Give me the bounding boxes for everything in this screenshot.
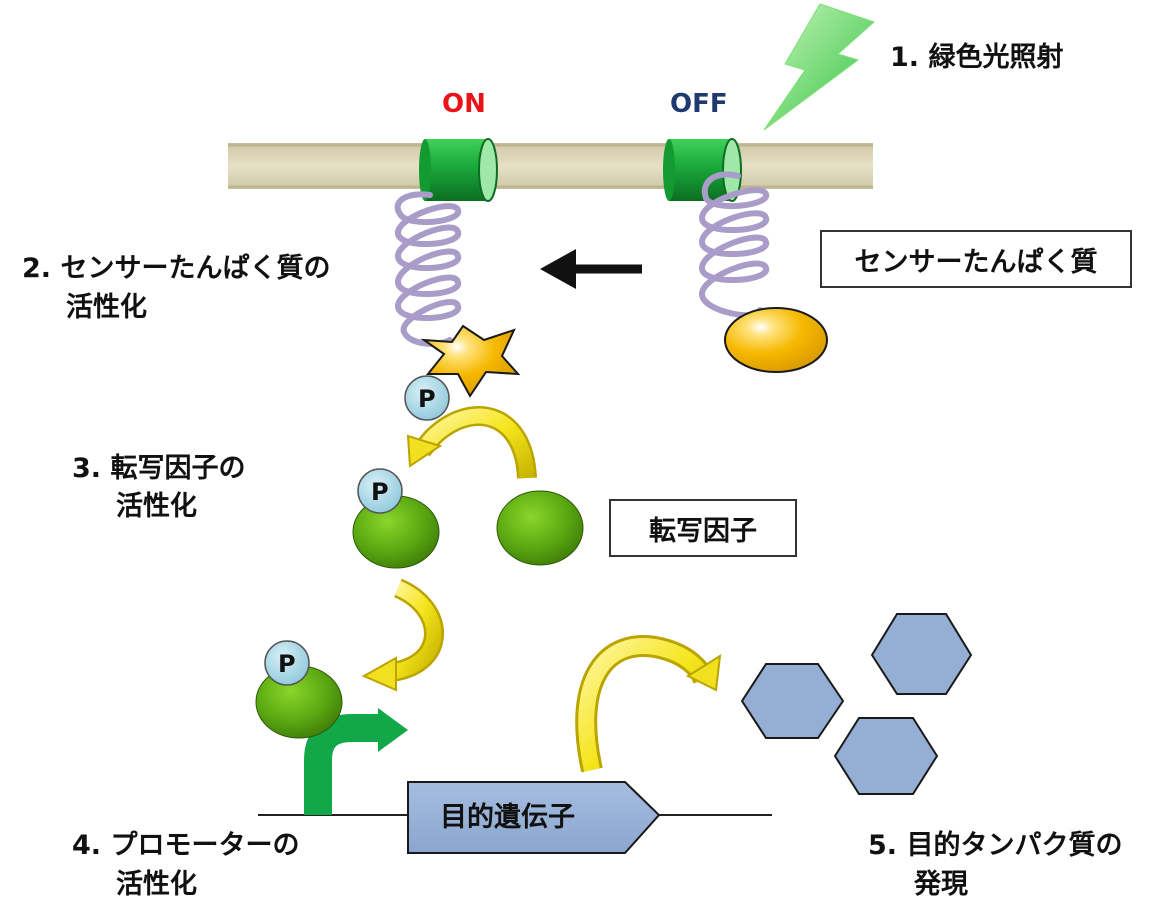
label-off: OFF <box>670 89 728 119</box>
target-gene-label: 目的遺伝子 <box>440 802 575 833</box>
transcription-factor-inactive-icon <box>496 490 584 566</box>
phosphate-label: P <box>371 478 389 506</box>
sensor-domain-inactive-icon <box>724 307 828 373</box>
step4-label-line2: 活性化 <box>116 869 197 900</box>
curved-arrow-1-icon <box>406 406 537 479</box>
sensor-coil-left <box>394 191 461 347</box>
green-light-bolt-icon <box>763 3 875 131</box>
channel-off-icon <box>663 138 742 202</box>
step5-label-line1: 5. 目的タンパク質の <box>868 830 1123 861</box>
product-protein-icon <box>833 717 939 795</box>
promoter-arrow-icon <box>304 708 408 815</box>
curved-arrow-3-icon <box>575 635 722 773</box>
label-on: ON <box>442 89 486 119</box>
phosphate-icon <box>264 640 310 686</box>
target-gene-icon <box>407 781 661 854</box>
product-protein-icon <box>870 613 973 695</box>
phosphate-label: P <box>278 650 296 678</box>
sensor-protein-box: センサーたんぱく質 <box>820 230 1132 288</box>
phosphate-label: P <box>418 385 436 413</box>
step2-label-line1: 2. センサーたんぱく質の <box>22 253 331 284</box>
transcription-factor-box: 転写因子 <box>609 499 797 557</box>
curved-arrow-2-icon <box>361 578 444 692</box>
sensor-domain-active-icon <box>420 324 521 398</box>
channel-on-icon <box>419 138 498 202</box>
product-protein-icon <box>740 663 845 739</box>
activation-arrow-icon <box>540 249 642 289</box>
phosphate-icon <box>357 468 403 514</box>
step5-label-line2: 発現 <box>914 869 968 900</box>
cell-membrane <box>228 143 873 189</box>
phosphate-icon <box>404 375 450 421</box>
step4-label-line1: 4. プロモーターの <box>72 830 300 861</box>
step2-label-line2: 活性化 <box>66 292 147 323</box>
step3-label-line1: 3. 転写因子の <box>72 453 246 484</box>
sensor-coil-right <box>698 171 769 319</box>
step3-label-line2: 活性化 <box>116 491 197 522</box>
step1-label: 1. 緑色光照射 <box>890 42 1064 73</box>
